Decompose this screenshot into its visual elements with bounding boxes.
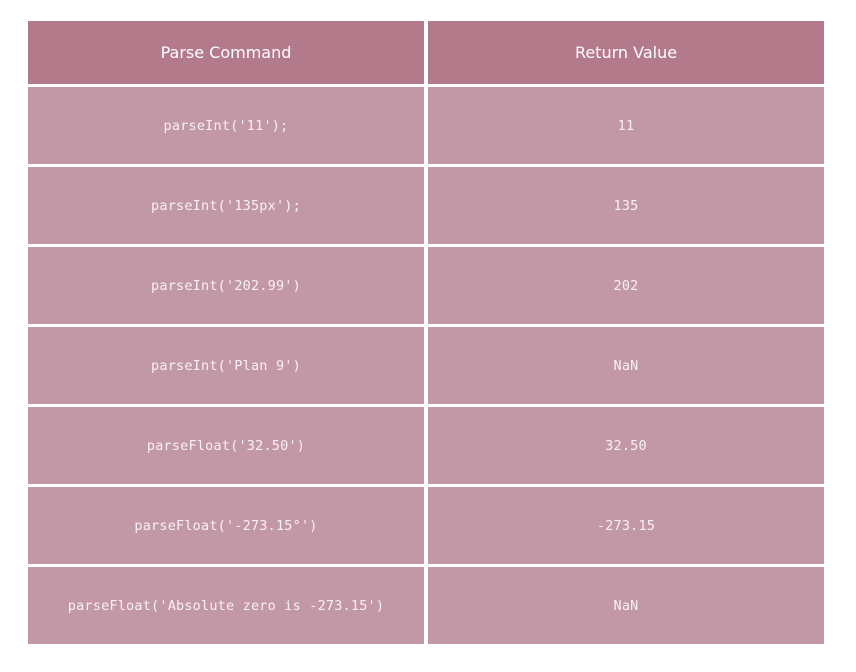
return-value-cell: 202	[428, 247, 824, 324]
table-row: parseInt('202.99') 202	[28, 247, 824, 324]
command-cell: parseInt('Plan 9')	[28, 327, 424, 404]
command-cell: parseFloat('-273.15°')	[28, 487, 424, 564]
return-value-cell: -273.15	[428, 487, 824, 564]
return-value-cell: 11	[428, 87, 824, 164]
header-parse-command: Parse Command	[28, 21, 424, 84]
command-cell: parseInt('135px');	[28, 167, 424, 244]
table-row: parseInt('11'); 11	[28, 87, 824, 164]
command-cell: parseInt('11');	[28, 87, 424, 164]
return-value-cell: 135	[428, 167, 824, 244]
command-cell: parseFloat('Absolute zero is -273.15')	[28, 567, 424, 644]
table-row: parseInt('Plan 9') NaN	[28, 327, 824, 404]
return-value-cell: NaN	[428, 567, 824, 644]
table-row: parseFloat('Absolute zero is -273.15') N…	[28, 567, 824, 644]
command-cell: parseInt('202.99')	[28, 247, 424, 324]
return-value-cell: NaN	[428, 327, 824, 404]
table-header-row: Parse Command Return Value	[28, 21, 824, 84]
table-row: parseFloat('-273.15°') -273.15	[28, 487, 824, 564]
table-row: parseFloat('32.50') 32.50	[28, 407, 824, 484]
return-value-cell: 32.50	[428, 407, 824, 484]
parse-table: Parse Command Return Value parseInt('11'…	[28, 21, 824, 644]
header-return-value: Return Value	[428, 21, 824, 84]
table-row: parseInt('135px'); 135	[28, 167, 824, 244]
command-cell: parseFloat('32.50')	[28, 407, 424, 484]
